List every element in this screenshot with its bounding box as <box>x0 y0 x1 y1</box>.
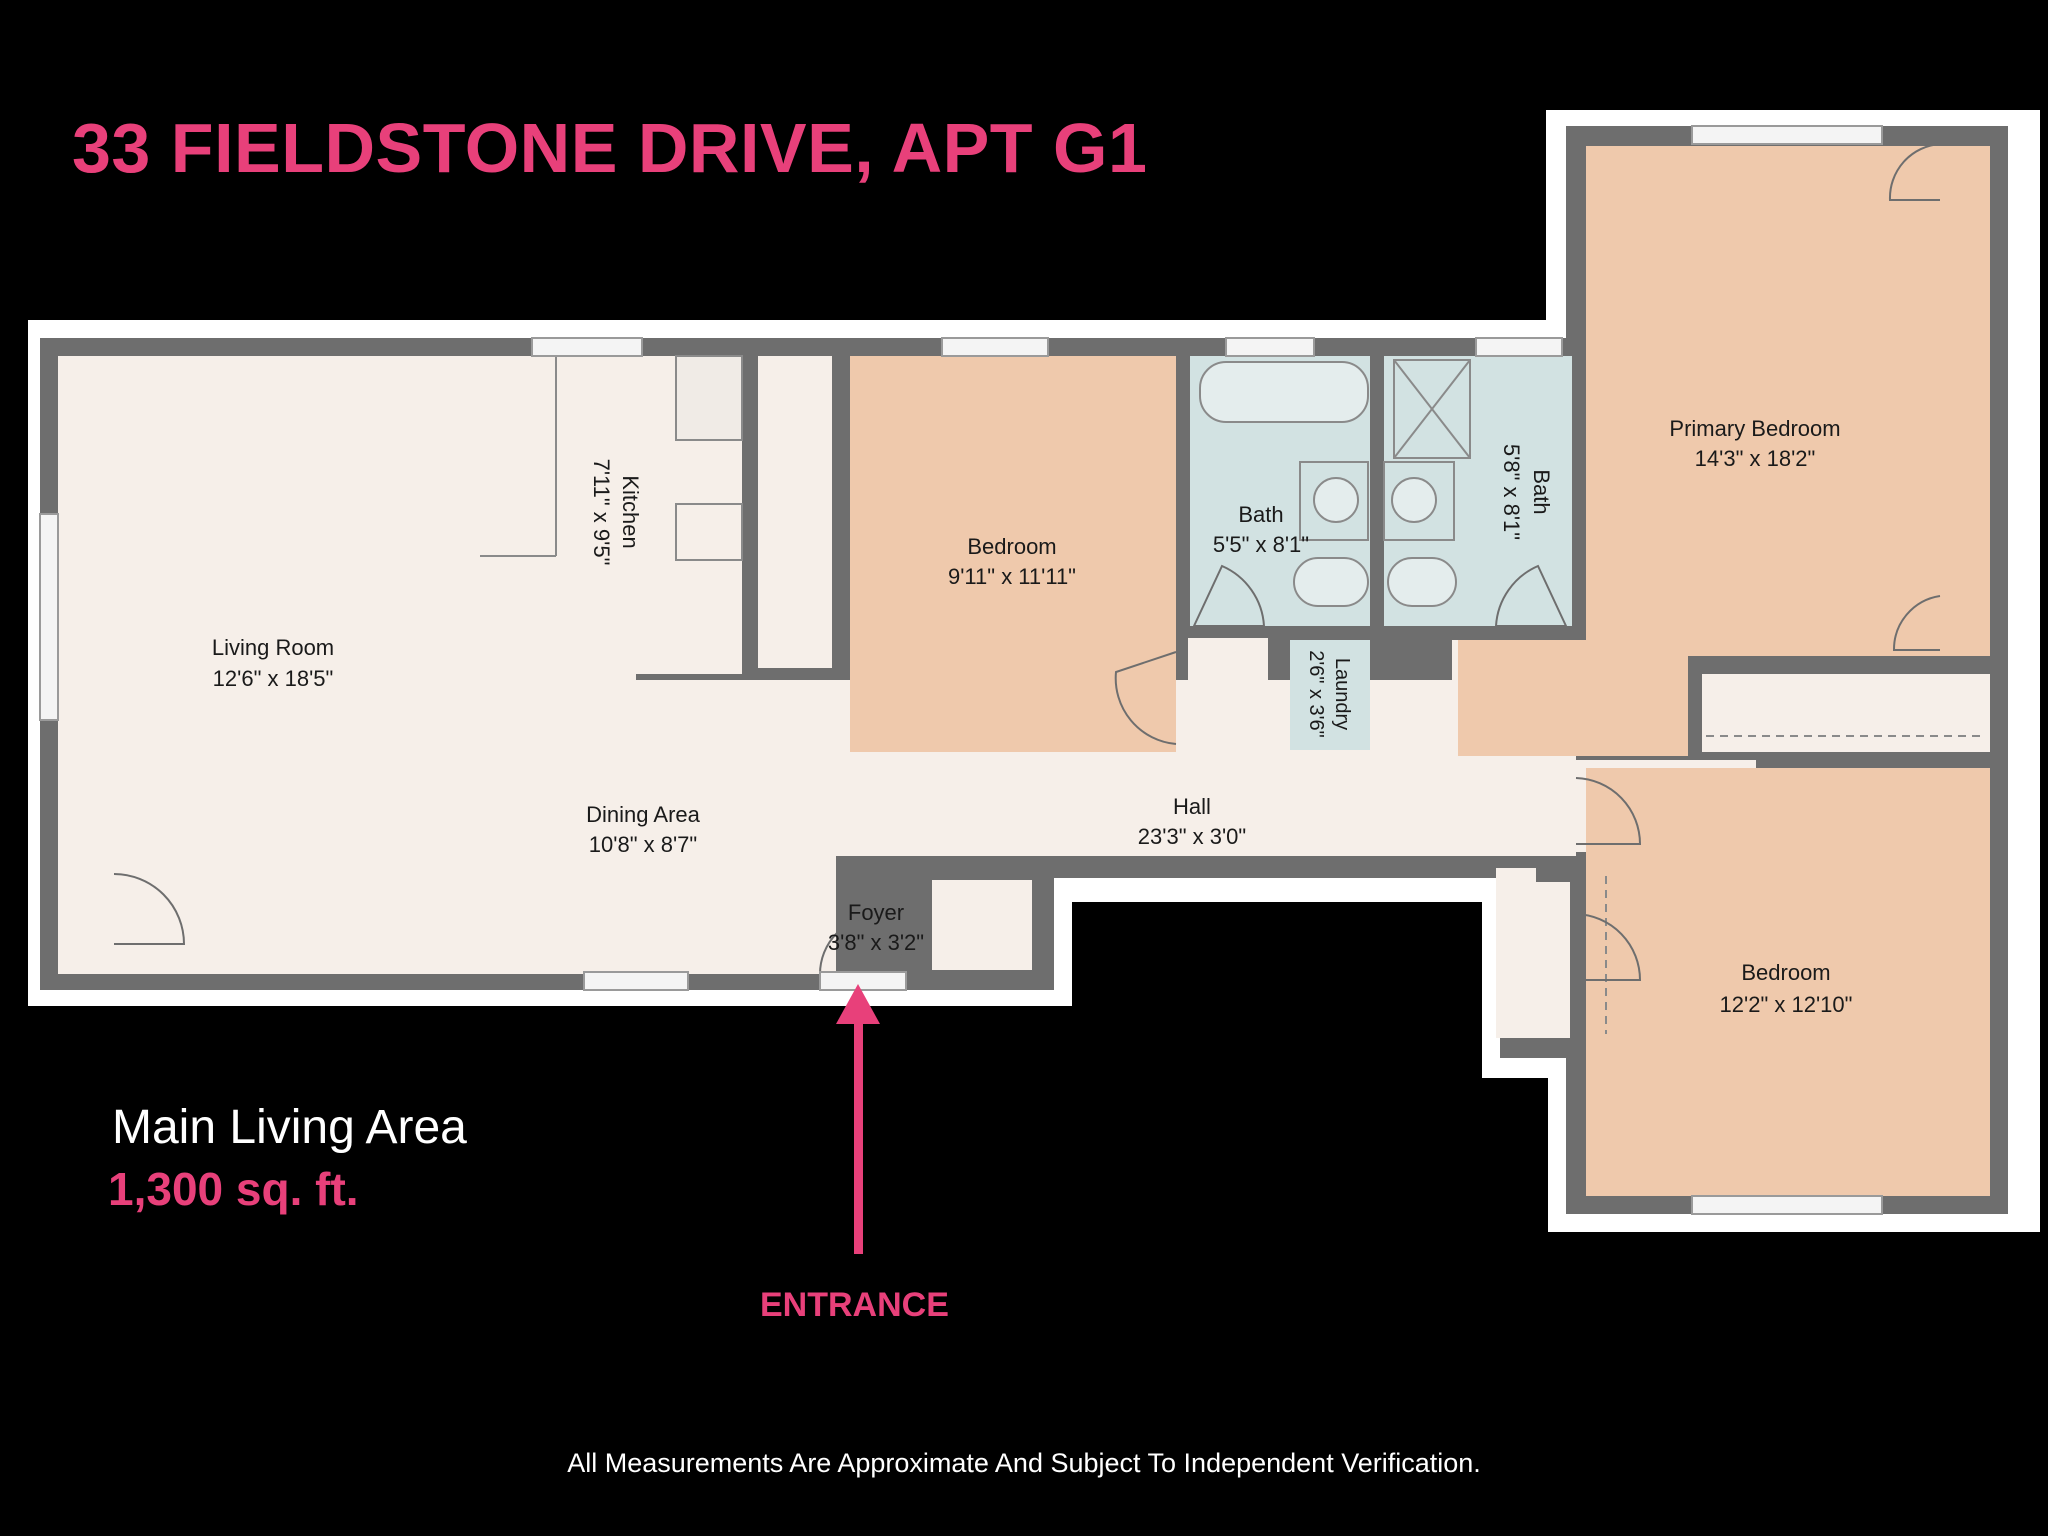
kitchen-floor <box>480 356 832 674</box>
bedroom2-dims: 12'2" x 12'10" <box>1720 992 1853 1017</box>
primary-bedroom-dims: 14'3" x 18'2" <box>1695 446 1816 471</box>
bath1-dims: 5'5" x 8'1" <box>1213 532 1309 557</box>
hall-name: Hall <box>1173 794 1211 819</box>
laundry-name: Laundry <box>1331 658 1353 730</box>
area-value: 1,300 sq. ft. <box>108 1163 359 1215</box>
entrance-arrow <box>836 984 880 1254</box>
bedroom1-name: Bedroom <box>967 534 1056 559</box>
closet-floor <box>1702 674 1990 752</box>
primary-bedroom-name: Primary Bedroom <box>1669 416 1840 441</box>
primary-bedroom-floor <box>1458 146 1990 756</box>
bath1-name: Bath <box>1238 502 1283 527</box>
bedroom1-dims: 9'11" x 11'11" <box>948 564 1076 589</box>
bedroom2-floor <box>1586 768 1990 1196</box>
dining-area-dims: 10'8" x 8'7" <box>589 832 697 857</box>
bath2-dims: 5'8" x 8'1" <box>1499 444 1524 540</box>
kitchen-dims: 7'11" x 9'5" <box>589 459 614 566</box>
windows <box>39 125 1883 1215</box>
hall-dims: 23'3" x 3'0" <box>1138 824 1246 849</box>
bedroom2-name: Bedroom <box>1741 960 1830 985</box>
disclaimer: All Measurements Are Approximate And Sub… <box>567 1448 1481 1478</box>
foyer-name: Foyer <box>848 900 904 925</box>
page-title: 33 FIELDSTONE DRIVE, APT G1 <box>72 109 1148 187</box>
closet-floor <box>932 880 1032 970</box>
entrance-label: ENTRANCE <box>760 1286 949 1324</box>
foyer-dims: 3'8" x 3'2" <box>828 930 924 955</box>
bedroom1-floor <box>850 356 1176 752</box>
closet-floor <box>58 862 114 968</box>
closet-floor <box>1520 882 1570 1038</box>
door-swings <box>113 143 1941 981</box>
fixtures <box>480 355 1986 1034</box>
laundry-dims: 2'6" x 3'6" <box>1305 650 1327 737</box>
laundry-floor <box>1290 640 1370 750</box>
dining-area-name: Dining Area <box>586 802 701 827</box>
living-room-dims: 12'6" x 18'5" <box>213 666 334 691</box>
kitchen-name: Kitchen <box>618 475 643 548</box>
room-labels: Living Room 12'6" x 18'5" Kitchen 7'11" … <box>212 416 1853 1017</box>
area-label: Main Living Area <box>112 1101 467 1154</box>
living-room-name: Living Room <box>212 635 334 660</box>
bath2-name: Bath <box>1529 469 1554 514</box>
